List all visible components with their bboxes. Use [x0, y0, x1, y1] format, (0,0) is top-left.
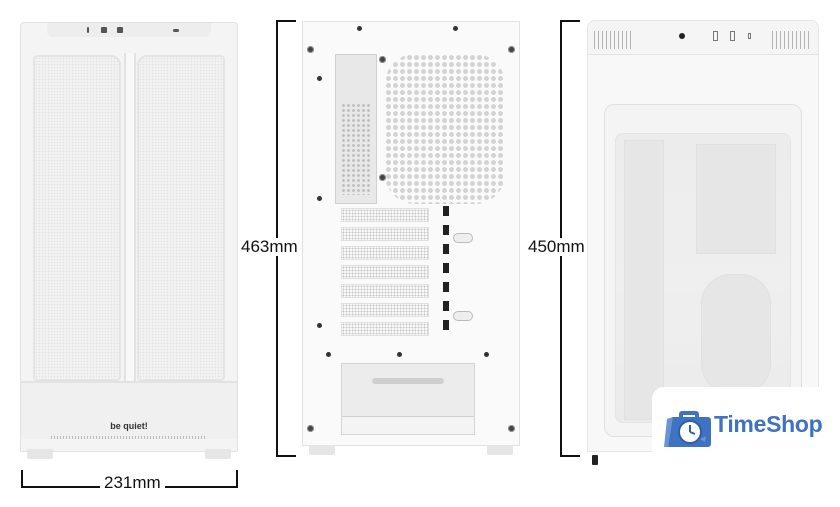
- front-mesh-panel-left: [33, 55, 121, 381]
- screw-icon: [484, 352, 489, 357]
- case-foot: [592, 455, 598, 465]
- power-button-icon: [679, 33, 685, 39]
- expansion-slot-cover: [341, 284, 429, 298]
- width-dimension-label: 231mm: [100, 474, 165, 492]
- io-mesh: [341, 103, 371, 195]
- slot-latch-icon: [443, 263, 449, 273]
- front-io-panel: [47, 23, 211, 37]
- tempered-glass-window: [615, 133, 791, 423]
- screw-icon: [397, 352, 402, 357]
- fan-screw-icon: [379, 174, 386, 181]
- usb-port-icon: [730, 31, 735, 41]
- interior-component: [696, 144, 776, 254]
- dimension-tick: [560, 455, 580, 457]
- case-foot: [205, 449, 231, 459]
- case-foot: [487, 445, 513, 455]
- case-foot: [27, 449, 53, 459]
- front-mesh-panel-right: [137, 55, 225, 381]
- dimension-tick: [236, 470, 238, 488]
- slot-latch-icon: [443, 206, 449, 216]
- expansion-slot-cover: [341, 303, 429, 317]
- interior-fan: [701, 274, 771, 394]
- slot-latch-icon: [443, 225, 449, 235]
- fan-screw-icon: [379, 56, 386, 63]
- thumbscrew-icon: [307, 46, 314, 53]
- thumbscrew-icon: [453, 233, 473, 243]
- interior-component: [624, 140, 664, 420]
- expansion-slot-cover: [341, 246, 429, 260]
- usb-port-icon: [713, 31, 718, 41]
- front-bottom-bezel: [21, 381, 237, 439]
- psu-bay-floor: [342, 416, 474, 434]
- power-led-icon: [87, 27, 89, 33]
- height-dimension-label: 463mm: [241, 237, 298, 256]
- usb-c-port-icon: [748, 33, 751, 39]
- screw-icon: [317, 196, 322, 201]
- screw-icon: [326, 352, 331, 357]
- top-vent: [594, 31, 634, 49]
- dimension-tick: [276, 455, 296, 457]
- clock-suitcase-icon: [664, 411, 711, 447]
- dimension-tick: [276, 20, 296, 22]
- screw-icon: [317, 76, 322, 81]
- case-foot: [309, 445, 335, 455]
- thumbscrew-icon: [453, 311, 473, 321]
- case-front-view: be quiet!: [20, 22, 238, 459]
- dimension-tick: [560, 20, 580, 22]
- rear-fan-mesh: [385, 54, 505, 204]
- top-vent: [772, 31, 812, 49]
- slot-latch-icon: [443, 320, 449, 330]
- case-rear-view: [302, 21, 520, 455]
- usb-port-icon: [117, 27, 123, 33]
- psu-bay: [341, 363, 475, 435]
- depth-dimension-label: 450mm: [528, 237, 585, 256]
- thumbscrew-icon: [508, 46, 515, 53]
- usb-port-icon: [101, 27, 107, 33]
- rear-io-cutout: [335, 54, 377, 204]
- psu-bay-slot: [372, 378, 444, 384]
- expansion-slot-cover: [341, 265, 429, 279]
- timeshop-logo-card: TimeShop: [652, 387, 840, 463]
- top-io-cap: [588, 21, 818, 55]
- slot-latch-icon: [443, 244, 449, 254]
- thumbscrew-icon: [508, 425, 515, 432]
- slot-latch-icon: [443, 301, 449, 311]
- expansion-slot-cover: [341, 322, 429, 336]
- front-center-spine: [124, 53, 136, 385]
- expansion-slot-cover: [341, 227, 429, 241]
- case-side-view: [587, 20, 819, 465]
- timeshop-brand-text: TimeShop: [714, 411, 823, 437]
- thumbscrew-icon: [307, 425, 314, 432]
- power-button-icon: [173, 29, 179, 32]
- screw-icon: [453, 26, 458, 31]
- screw-icon: [357, 26, 362, 31]
- expansion-slot-cover: [341, 208, 429, 222]
- brand-logo-text: be quiet!: [110, 421, 148, 431]
- dimension-tick: [21, 470, 23, 488]
- expansion-slots: [341, 208, 429, 338]
- screw-icon: [317, 323, 322, 328]
- slot-latch-icon: [443, 282, 449, 292]
- front-bottom-grille: [51, 436, 207, 439]
